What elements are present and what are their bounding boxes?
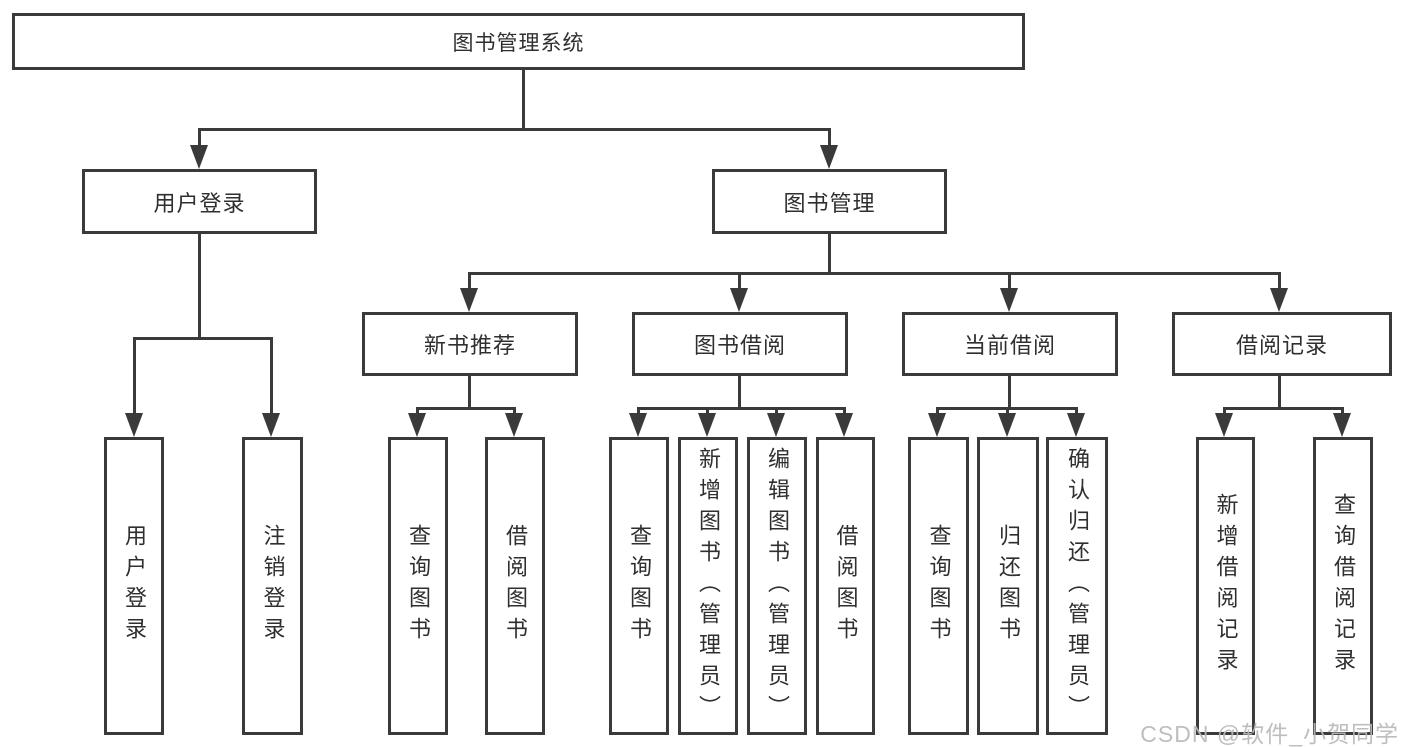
leaf-cb-confirm-return-admin-label: 确认归还（管理员） bbox=[1065, 446, 1090, 726]
leaf-nb-query-books-label: 查询图书 bbox=[406, 524, 431, 648]
leaf-br-add-record-label: 新增借阅记录 bbox=[1213, 493, 1239, 679]
connector-bb-leaf2-drop bbox=[706, 407, 709, 415]
leaf-bb-edit-books-admin: 编辑图书（管理员） bbox=[747, 437, 807, 735]
node-root-library-system: 图书管理系统 bbox=[12, 13, 1025, 70]
node-borrow-records-label: 借阅记录 bbox=[1235, 333, 1328, 358]
node-current-borrow-label: 当前借阅 bbox=[963, 333, 1056, 358]
arrowhead-bb-leaf3 bbox=[767, 413, 785, 437]
connector-user-login-drop bbox=[198, 128, 201, 148]
connector-user-leaf1-drop bbox=[133, 337, 136, 415]
connector-current-borrow-drop bbox=[1008, 272, 1011, 290]
connector-bb-leaf3-drop bbox=[775, 407, 778, 415]
connector-nb-leaf2-drop bbox=[513, 407, 516, 415]
arrowhead-cb-leaf3 bbox=[1067, 413, 1085, 437]
leaf-nb-query-books: 查询图书 bbox=[388, 437, 448, 735]
csdn-watermark: CSDN @软件_小贺同学 bbox=[1140, 721, 1399, 747]
leaf-cb-confirm-return-admin: 确认归还（管理员） bbox=[1046, 437, 1108, 735]
connector-borrow-records-drop bbox=[1278, 272, 1281, 290]
connector-user-leaf2-drop bbox=[270, 337, 273, 415]
leaf-cb-query-books: 查询图书 bbox=[908, 437, 969, 735]
node-new-books-label: 新书推荐 bbox=[423, 333, 516, 358]
leaf-bb-borrow-books-label: 借阅图书 bbox=[833, 524, 859, 648]
leaf-logout: 注销登录 bbox=[242, 437, 303, 735]
connector-user-group-hline bbox=[133, 337, 273, 340]
connector-book-borrow-drop bbox=[738, 272, 741, 290]
leaf-bb-borrow-books: 借阅图书 bbox=[816, 437, 875, 735]
connector-bb-hline bbox=[637, 407, 846, 410]
node-book-borrow-label: 图书借阅 bbox=[693, 333, 786, 358]
connector-br-leaf1-drop bbox=[1223, 407, 1226, 415]
arrowhead-book-mgmt bbox=[820, 145, 838, 169]
node-book-mgmt: 图书管理 bbox=[712, 169, 947, 234]
connector-user-login-stub bbox=[198, 234, 201, 337]
connector-current-borrow-stub bbox=[1008, 376, 1011, 407]
leaf-bb-query-books: 查询图书 bbox=[609, 437, 669, 735]
node-new-books: 新书推荐 bbox=[362, 312, 578, 376]
connector-book-mgmt-drop bbox=[828, 128, 831, 148]
node-user-login-label: 用户登录 bbox=[153, 190, 246, 216]
arrowhead-cb-leaf2 bbox=[998, 413, 1016, 437]
node-borrow-records: 借阅记录 bbox=[1172, 312, 1392, 376]
leaf-br-add-record: 新增借阅记录 bbox=[1196, 437, 1255, 735]
arrowhead-user-leaf1 bbox=[125, 413, 143, 437]
connector-book-borrow-stub bbox=[738, 376, 741, 407]
connector-level2-hline bbox=[198, 128, 831, 131]
connector-nb-hline bbox=[416, 407, 516, 410]
leaf-cb-query-books-label: 查询图书 bbox=[926, 524, 952, 648]
node-book-borrow: 图书借阅 bbox=[632, 312, 848, 376]
connector-nb-leaf1-drop bbox=[416, 407, 419, 415]
node-current-borrow: 当前借阅 bbox=[902, 312, 1118, 376]
connector-new-books-drop bbox=[468, 272, 471, 290]
arrowhead-cb-leaf1 bbox=[928, 413, 946, 437]
leaf-user-login: 用户登录 bbox=[104, 437, 164, 735]
leaf-br-query-record-label: 查询借阅记录 bbox=[1331, 493, 1356, 679]
arrowhead-bb-leaf4 bbox=[835, 413, 853, 437]
connector-new-books-stub bbox=[468, 376, 471, 407]
arrowhead-new-books bbox=[460, 288, 478, 312]
connector-cb-leaf3-drop bbox=[1075, 407, 1078, 415]
connector-level3-hline bbox=[468, 272, 1281, 275]
node-book-mgmt-label: 图书管理 bbox=[783, 190, 876, 216]
arrowhead-user-login bbox=[190, 145, 208, 169]
leaf-bb-add-books-admin-label: 新增图书（管理员） bbox=[696, 446, 721, 726]
leaf-nb-borrow-books: 借阅图书 bbox=[485, 437, 545, 735]
arrowhead-book-borrow bbox=[730, 288, 748, 312]
node-user-login: 用户登录 bbox=[82, 169, 317, 234]
connector-br-hline bbox=[1223, 407, 1344, 410]
leaf-bb-add-books-admin: 新增图书（管理员） bbox=[678, 437, 738, 735]
arrowhead-br-leaf1 bbox=[1215, 413, 1233, 437]
node-root-label: 图书管理系统 bbox=[452, 31, 585, 55]
arrowhead-nb-leaf2 bbox=[505, 413, 523, 437]
arrowhead-current-borrow bbox=[1000, 288, 1018, 312]
connector-borrow-records-stub bbox=[1278, 376, 1281, 407]
arrowhead-bb-leaf1 bbox=[629, 413, 647, 437]
connector-cb-leaf2-drop bbox=[1006, 407, 1009, 415]
leaf-bb-edit-books-admin-label: 编辑图书（管理员） bbox=[765, 446, 790, 726]
arrowhead-br-leaf2 bbox=[1333, 413, 1351, 437]
arrowhead-borrow-records bbox=[1270, 288, 1288, 312]
leaf-bb-query-books-label: 查询图书 bbox=[627, 524, 652, 648]
connector-br-leaf2-drop bbox=[1341, 407, 1344, 415]
connector-bb-leaf4-drop bbox=[843, 407, 846, 415]
connector-root-stub bbox=[522, 70, 525, 128]
arrowhead-bb-leaf2 bbox=[698, 413, 716, 437]
leaf-cb-return-books: 归还图书 bbox=[977, 437, 1039, 735]
arrowhead-user-leaf2 bbox=[262, 413, 280, 437]
connector-book-mgmt-stub bbox=[828, 234, 831, 272]
leaf-user-login-label: 用户登录 bbox=[122, 524, 147, 648]
leaf-nb-borrow-books-label: 借阅图书 bbox=[503, 524, 528, 648]
leaf-logout-label: 注销登录 bbox=[260, 524, 286, 648]
arrowhead-nb-leaf1 bbox=[408, 413, 426, 437]
connector-cb-leaf1-drop bbox=[936, 407, 939, 415]
leaf-br-query-record: 查询借阅记录 bbox=[1313, 437, 1373, 735]
connector-bb-leaf1-drop bbox=[637, 407, 640, 415]
leaf-cb-return-books-label: 归还图书 bbox=[996, 524, 1021, 648]
